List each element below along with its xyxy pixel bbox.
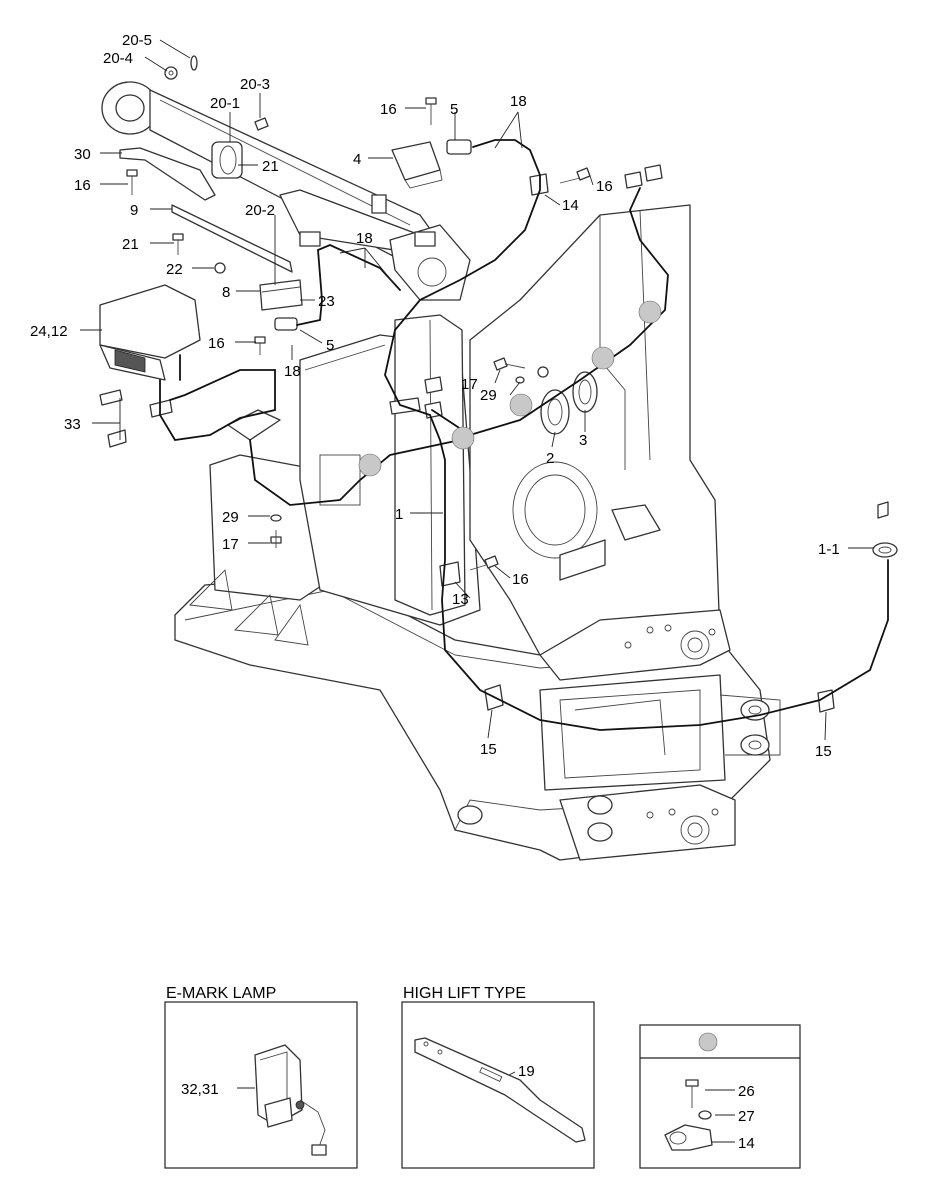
callout-17: 17 [222, 536, 239, 553]
callout-9: 9 [130, 202, 138, 219]
marker-dot [698, 1032, 718, 1052]
callout-14: 14 [562, 197, 579, 214]
callout-5: 5 [326, 337, 334, 354]
callout-27: 27 [738, 1108, 755, 1125]
callout-13: 13 [452, 591, 469, 608]
brackets [99, 139, 898, 713]
callout-8: 8 [222, 284, 230, 301]
callout-20-4: 20-4 [103, 50, 133, 67]
callout-1: 1 [395, 506, 403, 523]
marker-dot [591, 346, 615, 370]
marker-dot [638, 300, 662, 324]
callout-20-1: 20-1 [210, 95, 240, 112]
callout-30: 30 [74, 146, 91, 163]
inset-clip-detail [639, 1024, 801, 1169]
callout-19: 19 [518, 1063, 535, 1080]
inset-high-lift: HIGH LIFT TYPE [401, 985, 595, 1169]
callout-18: 18 [356, 230, 373, 247]
callout-29: 29 [222, 509, 239, 526]
leader-lines [80, 39, 874, 1143]
wiring-harness [159, 139, 889, 731]
callout-21: 21 [262, 158, 279, 175]
callout-33: 33 [64, 416, 81, 433]
callout-16: 16 [596, 178, 613, 195]
marker-dot [358, 453, 382, 477]
callout-16: 16 [208, 335, 225, 352]
inset-title-emark: E-MARK LAMP [166, 985, 276, 1002]
callout-17: 17 [461, 376, 478, 393]
callout-2: 2 [546, 450, 554, 467]
callout-21: 21 [122, 236, 139, 253]
marker-dot [509, 393, 533, 417]
clip-position-markers [358, 300, 662, 477]
callout-14: 14 [738, 1135, 755, 1152]
callout-16: 16 [512, 571, 529, 588]
callout-20-5: 20-5 [122, 32, 152, 49]
callout-16: 16 [380, 101, 397, 118]
callout-22: 22 [166, 261, 183, 278]
callout-20-2: 20-2 [245, 202, 275, 219]
callout-5: 5 [450, 101, 458, 118]
callout-20-3: 20-3 [240, 76, 270, 93]
callout-1-1: 1-1 [818, 541, 840, 558]
chassis-frame [174, 204, 781, 861]
fasteners [126, 55, 591, 571]
callout-32-31: 32,31 [181, 1081, 219, 1098]
callout-26: 26 [738, 1083, 755, 1100]
callout-4: 4 [353, 151, 361, 168]
callout-labels: 20-5 20-4 20-3 20-1 30 21 16 9 20-2 21 2… [30, 32, 840, 1152]
marker-dot [451, 426, 475, 450]
callout-18: 18 [284, 363, 301, 380]
callout-15: 15 [815, 743, 832, 760]
callout-16: 16 [74, 177, 91, 194]
inset-title-highlift: HIGH LIFT TYPE [403, 985, 526, 1002]
callout-24-12: 24,12 [30, 323, 68, 340]
callout-15: 15 [480, 741, 497, 758]
boom-cylinder [101, 81, 471, 301]
callout-23: 23 [318, 293, 335, 310]
inset-emark-lamp: E-MARK LAMP [164, 985, 358, 1169]
callout-18: 18 [510, 93, 527, 110]
callout-3: 3 [579, 432, 587, 449]
callout-29: 29 [480, 387, 497, 404]
